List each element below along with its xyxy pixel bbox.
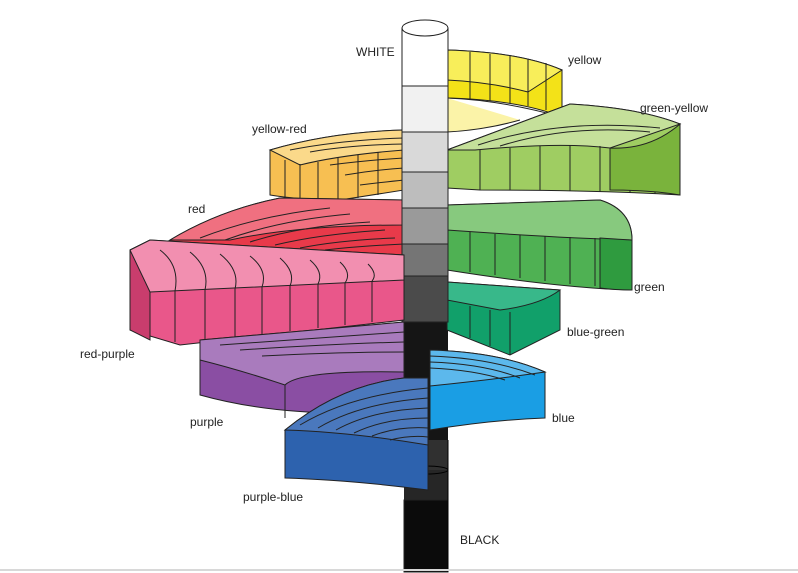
label-blue: blue bbox=[552, 411, 575, 425]
hue-slab-blue-green bbox=[446, 281, 562, 356]
bottom-divider bbox=[0, 569, 798, 571]
neutral-axis-front bbox=[403, 440, 449, 573]
hue-slab-yellow-red bbox=[268, 129, 405, 201]
label-black: BLACK bbox=[460, 533, 500, 547]
label-green-yellow: green-yellow bbox=[640, 101, 709, 115]
neutral-axis-upper bbox=[401, 19, 449, 323]
label-yellow: yellow bbox=[568, 53, 602, 67]
label-yellow-red: yellow-red bbox=[252, 122, 307, 136]
hue-slab-blue bbox=[429, 349, 547, 431]
label-blue-green: blue-green bbox=[567, 325, 625, 339]
hue-slab-green-yellow bbox=[446, 103, 682, 196]
label-green: green bbox=[634, 280, 665, 294]
label-white: WHITE bbox=[356, 45, 395, 59]
label-red-purple: red-purple bbox=[80, 347, 135, 361]
label-purple: purple bbox=[190, 415, 224, 429]
label-purple-blue: purple-blue bbox=[243, 490, 304, 504]
hue-slab-green bbox=[446, 199, 633, 291]
label-red: red bbox=[188, 202, 206, 216]
hue-slab-red-purple bbox=[129, 239, 405, 346]
hue-slab-purple-blue bbox=[283, 377, 429, 491]
hue-slab-yellow bbox=[446, 49, 564, 133]
